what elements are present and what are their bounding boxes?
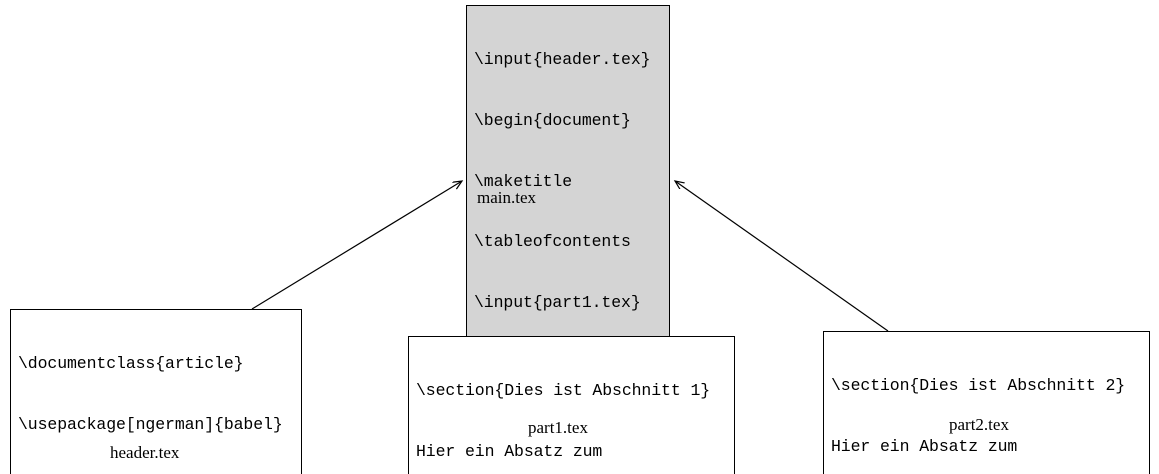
edge-header-to-main <box>251 181 462 310</box>
code-line: \maketitle <box>474 171 573 191</box>
code-line: Hier ein Absatz zum <box>831 437 1018 457</box>
node-header-tex[interactable]: \documentclass{article} \usepackage[nger… <box>10 309 302 474</box>
code-line: \section{Dies ist Abschnitt 2} <box>831 376 1126 396</box>
code-line: \begin{document} <box>474 111 631 131</box>
code-line: \documentclass{article} <box>18 354 244 374</box>
edge-part2-to-main <box>675 181 889 332</box>
code-line: \tableofcontents <box>474 232 631 252</box>
code-line: \input{header.tex} <box>474 50 651 70</box>
code-line: \section{Dies ist Abschnitt 1} <box>416 381 711 401</box>
node-label-part1-tex: part1.tex <box>528 418 588 437</box>
node-part2-tex[interactable]: \section{Dies ist Abschnitt 2} Hier ein … <box>823 331 1150 474</box>
code-line: \input{part1.tex} <box>474 292 641 312</box>
code-line: \usepackage[ngerman]{babel} <box>18 415 283 435</box>
node-part1-tex[interactable]: \section{Dies ist Abschnitt 1} Hier ein … <box>408 336 735 474</box>
node-label-part2-tex: part2.tex <box>949 415 1009 434</box>
node-label-main-tex: main.tex <box>477 188 537 207</box>
code-line: Hier ein Absatz zum <box>416 442 603 462</box>
node-main-tex[interactable]: \input{header.tex} \begin{document} \mak… <box>466 5 670 474</box>
node-label-header-tex: header.tex <box>110 443 180 462</box>
